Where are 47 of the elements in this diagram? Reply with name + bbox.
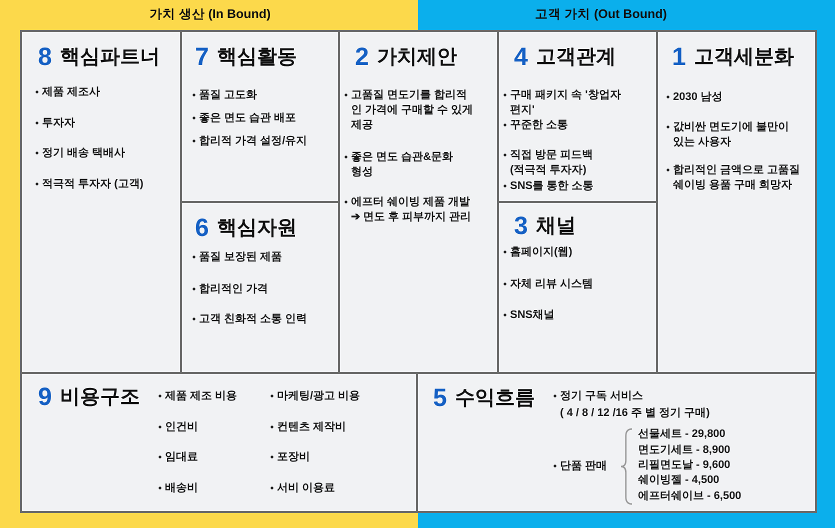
list-item: 쉐이빙젤 - 4,500: [638, 472, 720, 488]
list-item: 정기 구독 서비스: [553, 388, 644, 404]
block-number: 6: [195, 215, 209, 241]
block-title: 핵심파트너: [60, 45, 160, 70]
list-item: 단품 판매: [553, 458, 608, 474]
list-item: 에프터 쉐이빙 제품 개발 ➔ 면도 후 피부까지 관리: [344, 194, 473, 224]
block-number: 8: [38, 44, 52, 70]
section-label: 가치 생산 (In Bound): [149, 6, 271, 22]
canvas-block: [656, 30, 817, 374]
canvas-block: [418, 372, 817, 513]
block-number: 7: [195, 44, 209, 70]
block-title: 고객세분화: [694, 45, 794, 70]
canvas-block: [180, 30, 340, 203]
block-title: 가치제안: [376, 45, 457, 70]
canvas-block: [20, 30, 182, 374]
canvas-block: [180, 201, 340, 374]
list-item: 포장비: [270, 450, 310, 464]
list-item: ( 4 / 8 / 12 /16 주 별 정기 구매): [560, 406, 710, 420]
list-item: 에프터쉐이브 - 6,500: [638, 488, 742, 504]
list-item: 서비 이용료: [270, 480, 336, 496]
block-number: 3: [514, 213, 528, 239]
canvas-block: [20, 372, 418, 513]
block-number: 2: [355, 44, 369, 70]
canvas-block: [497, 201, 658, 374]
block-title: 비용구조: [60, 385, 140, 410]
canvas-block: [338, 30, 499, 374]
list-item: 마케팅/광고 비용: [270, 388, 360, 404]
block-number: 1: [672, 44, 686, 70]
list-item: 고품질 면도기를 합리적인 가격에 구매할 수 있게 제공: [344, 88, 475, 132]
block-number: 4: [514, 44, 528, 70]
block-number: 9: [38, 384, 52, 410]
list-item: 선물세트 - 29,800: [638, 426, 726, 442]
section-label: 고객 가치 (Out Bound): [535, 6, 667, 22]
block-title: 고객관계: [536, 45, 616, 70]
block-title: 채널: [536, 214, 576, 239]
list-item: 배송비: [158, 480, 198, 496]
block-number: 5: [433, 385, 447, 411]
block-title: 수익흐름: [454, 386, 535, 411]
block-title: 핵심자원: [216, 216, 297, 241]
canvas-block: [497, 30, 658, 203]
list-item: 컨텐츠 제작비: [270, 420, 346, 434]
list-item: 리필면도날 - 9,600: [638, 458, 730, 472]
list-item: 제품 제조 비용: [158, 388, 238, 404]
block-title: 핵심활동: [216, 45, 297, 70]
list-item: 면도기세트 - 8,900: [638, 442, 730, 458]
list-item: 인건비: [158, 420, 198, 434]
list-item: 임대료: [158, 450, 198, 464]
